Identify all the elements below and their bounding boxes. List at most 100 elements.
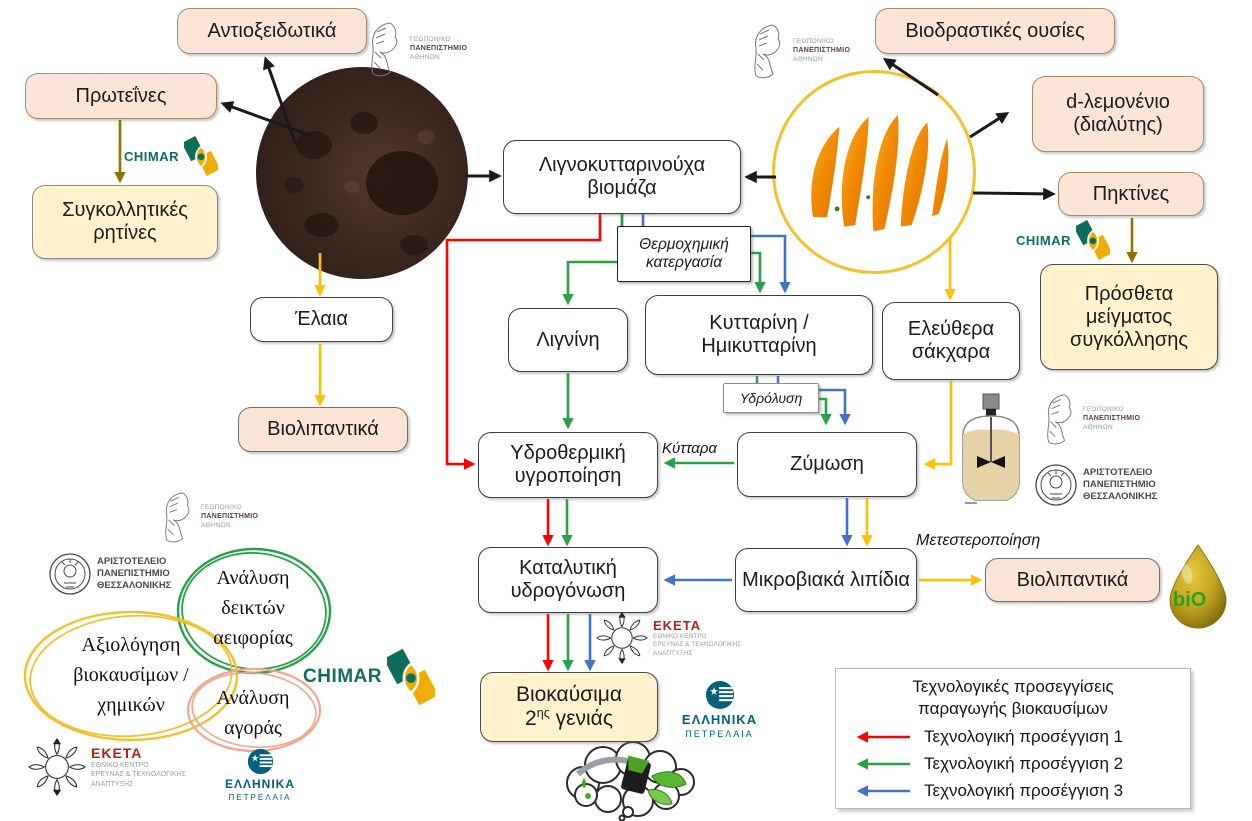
helpe-globe-icon (247, 748, 273, 775)
node-lignin: Λιγνίνη (508, 308, 628, 372)
legend-blue-arrow-icon (856, 785, 910, 797)
aua-line2: ΠΑΝΕΠΙΣΤΗΜΙΟ (201, 513, 259, 521)
node-biolubricants-right: Βιολιπαντικά (985, 558, 1160, 602)
auth-line2: ΠΑΝΕΠΙΣΤΗΜΙΟ (1083, 479, 1156, 491)
node-cellulose-hemicellulose: Κυτταρίνη / Ημικυτταρίνη (645, 295, 873, 375)
node-biomass-label: Λιγνοκυτταρινούχα βιομάζα (538, 154, 706, 199)
legend-label-approach-2: Τεχνολογική προσέγγιση 2 (924, 754, 1124, 774)
chimar-diamond-icon (1076, 219, 1110, 261)
logo-eketa-center: ΕΚΕΤΑ ΕΘΝΙΚΟ ΚΕΝΤΡΟ ΕΡΕΥΝΑΣ & ΤΕΧΝΟΛΟΓΙΚ… (596, 612, 741, 664)
biofuels-number: 2 (525, 707, 537, 730)
orange-peel-image (772, 70, 976, 274)
chimar-wordmark: CHIMAR (1016, 232, 1071, 248)
legend-title-line1: Τεχνολογικές προσεγγίσεις (912, 677, 1114, 696)
aua-text: ΓΕΩΠΟΝΙΚΟ ΠΑΝΕΠΙΣΤΗΜΙΟ ΑΘΗΝΩΝ (201, 504, 258, 531)
node-adhesive-resins-label: Συγκολλητικές ρητίνες (62, 199, 188, 244)
legend-item-approach-3: Τεχνολογική προσέγγιση 3 (852, 781, 1190, 801)
node-oils-label: Έλαια (295, 308, 348, 330)
legend-red-arrow-icon (856, 731, 910, 743)
auth-line1: ΑΡΙΣΤΟΤΕΛΕΙΟ (97, 556, 167, 568)
aua-line2: ΠΑΝΕΠΙΣΤΗΜΙΟ (1083, 415, 1141, 423)
node-biolubricants-left: Βιολιπαντικά (238, 407, 408, 452)
coffee-texture (284, 112, 438, 255)
eketa-wordmark: ΕΚΕΤΑ (653, 617, 702, 633)
aua-emblem-icon (165, 492, 190, 543)
eketa-sub-line2: ΕΡΕΥΝΑΣ & ΤΕΧΝΟΛΟΓΙΚΗΣ (653, 641, 742, 649)
node-thermochemical-treatment: Θερμοχημική κατεργασία (617, 226, 751, 282)
approach-1-arrows (445, 214, 602, 672)
aua-line1: ΓΕΩΠΟΝΙΚΟ (201, 503, 242, 511)
node-lignocellulosic-biomass: Λιγνοκυτταρινούχα βιομάζα (503, 140, 741, 214)
chimar-diamond-icon (387, 648, 435, 706)
node-biolubricants-right-label: Βιολιπαντικά (1016, 568, 1129, 591)
node-d-limonene-label: d-λεμονένιο (διαλύτης) (1066, 91, 1170, 136)
auth-text: ΑΡΙΣΤΟΤΕΛΕΙΟ ΠΑΝΕΠΙΣΤΗΜΙΟ ΘΕΣΣΑΛΟΝΙΚΗΣ (1083, 467, 1157, 503)
aua-line2: ΠΑΝΕΠΙΣΤΗΜΙΟ (410, 45, 468, 53)
biofuels-line1: Βιοκαύσιμα (515, 682, 623, 706)
helpe-line2: ΠΕΤΡΕΛΑΙΑ (228, 793, 292, 802)
chimar-process-arrows (114, 120, 1138, 264)
legend-green-arrow-icon (856, 758, 910, 770)
aua-text: ΓΕΩΠΟΝΙΚΟ ΠΑΝΕΠΙΣΤΗΜΙΟ ΑΘΗΝΩΝ (410, 36, 467, 63)
node-catalytic-hydrogenation: Καταλυτική υδρογόνωση (478, 547, 658, 613)
node-hydrothermal-label: Υδροθερμική υγροποίηση (510, 442, 626, 487)
node-microbial-lipids: Μικροβιακά λιπίδια (735, 548, 917, 612)
analysis-ellipses (23, 547, 332, 753)
node-pectins-label: Πηκτίνες (1092, 182, 1170, 205)
node-hydrolysis: Υδρόλυση (723, 383, 819, 413)
helpe-line2: ΠΕΤΡΕΛΑΙΑ (685, 729, 754, 739)
eketa-sub-line2: ΕΡΕΥΝΑΣ & ΤΕΧΝΟΛΟΓΙΚΗΣ (91, 771, 186, 779)
biofuels-sup: ης (536, 706, 550, 720)
eketa-text: ΕΚΕΤΑ ΕΘΝΙΚΟ ΚΕΝΤΡΟ ΕΡΕΥΝΑΣ & ΤΕΧΝΟΛΟΓΙΚ… (91, 745, 186, 788)
eketa-subtitle: ΕΘΝΙΚΟ ΚΕΝΤΡΟ ΕΡΕΥΝΑΣ & ΤΕΧΝΟΛΟΓΙΚΗΣ ΑΝΑ… (91, 761, 186, 788)
legend-title-line2: παραγωγής βιοκαυσίμων (918, 699, 1108, 719)
legend: Τεχνολογικές προσεγγίσεις παραγωγής βιοκ… (835, 668, 1191, 809)
auth-line1: ΑΡΙΣΤΟΤΕΛΕΙΟ (1083, 467, 1153, 479)
logo-chimar-right: CHIMAR (1016, 216, 1110, 264)
eketa-sun-icon (596, 612, 648, 664)
biofuels-line2: 2ης γενιάς (516, 707, 622, 731)
analysis-sustainability: Ανάλυση δεικτών αειφορίας (213, 567, 293, 649)
auth-text: ΑΡΙΣΤΟΤΕΛΕΙΟ ΠΑΝΕΠΙΣΤΗΜΙΟ ΘΕΣΣΑΛΟΝΙΚΗΣ (97, 556, 171, 592)
node-proteins-label: Πρωτεΐνες (75, 84, 167, 107)
eketa-subtitle: ΕΘΝΙΚΟ ΚΕΝΤΡΟ ΕΡΕΥΝΑΣ & ΤΕΧΝΟΛΟΓΙΚΗΣ ΑΝΑ… (653, 633, 741, 658)
eketa-sub-line3: ΑΝΑΠΤΥΞΗΣ (91, 780, 134, 788)
node-free-sugars: Ελεύθερα σάκχαρα (882, 302, 1020, 380)
logo-hellenic-petroleum-bottom-left: ΕΛΛΗΝΙΚΑ ΠΕΤΡΕΛΑΙΑ (220, 748, 300, 802)
logo-agricultural-university-athens-bottom-left: ΓΕΩΠΟΝΙΚΟ ΠΑΝΕΠΙΣΤΗΜΙΟ ΑΘΗΝΩΝ (158, 490, 258, 544)
node-fermentation-label: Ζύμωση (790, 453, 864, 475)
bio-drop-label: biO (1173, 589, 1206, 611)
node-catalytic-label: Καταλυτική υδρογόνωση (510, 557, 626, 602)
legend-label-approach-1: Τεχνολογική προσέγγιση 1 (924, 727, 1124, 747)
logo-hellenic-petroleum-center: ΕΛΛΗΝΙΚΑ ΠΕΤΡΕΛΑΙΑ (672, 680, 767, 739)
aua-line3: ΑΘΗΝΩΝ (1083, 423, 1113, 431)
logo-agricultural-university-athens-mid-right: ΓΕΩΠΟΝΙΚΟ ΠΑΝΕΠΙΣΤΗΜΙΟ ΑΘΗΝΩΝ (1040, 392, 1140, 446)
node-bioactive-substances: Βιοδραστικές ουσίες (875, 8, 1115, 54)
eketa-sub-line1: ΕΘΝΙΚΟ ΚΕΝΤΡΟ (91, 762, 149, 770)
legend-label-approach-3: Τεχνολογική προσέγγιση 3 (924, 781, 1124, 801)
aua-emblem-icon (371, 22, 398, 77)
logo-agricultural-university-athens-top-left: ΓΕΩΠΟΝΙΚΟ ΠΑΝΕΠΙΣΤΗΜΙΟ ΑΘΗΝΩΝ (363, 20, 467, 78)
eketa-sun-icon (28, 738, 86, 796)
eketa-sub-line3: ΑΝΑΠΤΥΞΗΣ (653, 649, 693, 657)
coffee-grounds-image (256, 67, 468, 279)
aua-emblem-icon (1047, 394, 1072, 445)
orange-peel-strips (808, 108, 952, 235)
node-adhesive-mix-additives: Πρόσθετα μείγματος συγκόλλησης (1040, 264, 1218, 370)
aua-emblem-icon (754, 24, 781, 79)
eketa-wordmark: ΕΚΕΤΑ (91, 745, 143, 762)
logo-chimar-top-left: CHIMAR (124, 132, 218, 180)
node-biolubricants-left-label: Βιολιπαντικά (267, 418, 379, 440)
flow-label-transesterification: Μετεστεροποίηση (916, 532, 1041, 549)
logo-agricultural-university-athens-top-right: ΓΕΩΠΟΝΙΚΟ ΠΑΝΕΠΙΣΤΗΜΙΟ ΑΘΗΝΩΝ (746, 22, 850, 80)
bio-oil-drop-image: biO (1169, 544, 1227, 629)
aua-text: ΓΕΩΠΟΝΙΚΟ ΠΑΝΕΠΙΣΤΗΜΙΟ ΑΘΗΝΩΝ (1083, 406, 1140, 433)
node-microbial-lipids-label: Μικροβιακά λιπίδια (742, 568, 910, 591)
analysis-biofuel-chemicals: Αξιολόγηση βιοκαυσίμων / χημικών (73, 634, 189, 716)
black-arrows (220, 56, 1056, 201)
logo-eketa-bottom-left: ΕΚΕΤΑ ΕΘΝΙΚΟ ΚΕΝΤΡΟ ΕΡΕΥΝΑΣ & ΤΕΧΝΟΛΟΓΙΚ… (28, 738, 186, 796)
helpe-globe-icon (705, 681, 734, 709)
aua-line3: ΑΘΗΝΩΝ (793, 55, 823, 63)
node-fermentation: Ζύμωση (737, 432, 917, 497)
